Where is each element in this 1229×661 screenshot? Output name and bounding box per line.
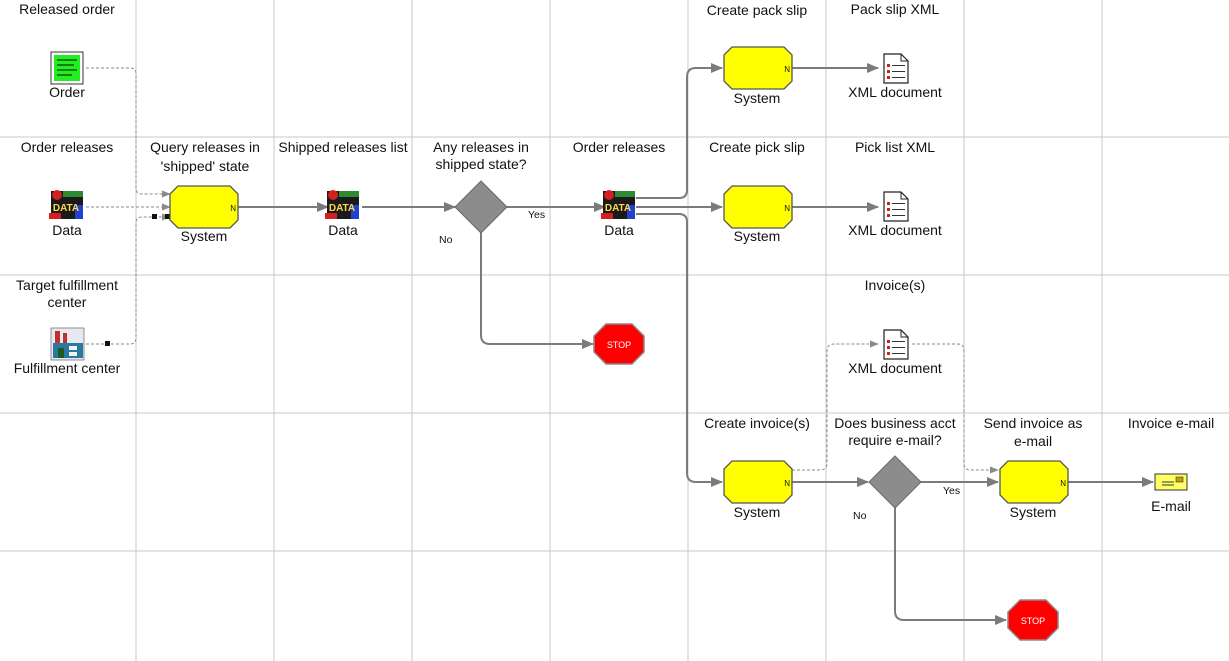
heading-pack-xml: Pack slip XML <box>851 1 940 17</box>
heading-any-1: Any releases in <box>433 139 529 155</box>
stop-text: STOP <box>1021 616 1045 626</box>
data-order-label: Data <box>604 222 634 238</box>
data-icon-text: DATA <box>605 203 631 214</box>
stop-node-1[interactable]: STOP <box>593 323 645 365</box>
pack-slip-system-process[interactable]: N System <box>723 46 793 106</box>
heading-target-fc-1: Target fulfillment <box>16 277 118 293</box>
no-label: No <box>853 510 867 522</box>
pick-xml-label: XML document <box>848 222 942 238</box>
order-node[interactable]: Order <box>49 51 85 100</box>
process-corner-mark: N <box>1060 479 1066 488</box>
xml-document-icon <box>883 191 909 222</box>
fulfillment-center-label: Fulfillment center <box>14 360 121 376</box>
pick-slip-system-process[interactable]: N System <box>723 185 793 244</box>
process-corner-mark: N <box>784 479 790 488</box>
invoice-xml-node[interactable]: XML document <box>848 329 942 376</box>
heading-invoices: Invoice(s) <box>865 277 926 293</box>
pack-system-label: System <box>734 90 781 106</box>
xml-document-icon <box>883 329 909 360</box>
send-system-label: System <box>1010 504 1057 520</box>
pick-system-label: System <box>734 228 781 244</box>
pick-xml-node[interactable]: XML document <box>848 191 942 238</box>
heading-order-releases: Order releases <box>21 139 114 155</box>
column-headings: Released order Order releases Target ful… <box>16 1 1214 449</box>
no-label: No <box>439 234 453 246</box>
heading-create-pack: Create pack slip <box>707 2 808 18</box>
data-node-shipped-list[interactable]: DATA Data <box>325 190 359 238</box>
heading-does-2: require e-mail? <box>848 432 942 448</box>
pack-xml-label: XML document <box>848 84 942 100</box>
heading-create-invoice: Create invoice(s) <box>704 415 810 431</box>
heading-query-2: 'shipped' state <box>161 158 250 174</box>
process-corner-mark: N <box>784 65 790 74</box>
heading-target-fc-2: center <box>48 294 87 310</box>
fulfillment-center-node[interactable]: Fulfillment center <box>14 327 121 376</box>
stop-node-2[interactable]: STOP <box>1007 599 1059 641</box>
query-system-label: System <box>181 228 228 244</box>
data-store-icon: DATA <box>601 190 635 219</box>
decision-requires-email[interactable]: Yes No <box>853 455 960 522</box>
xml-document-icon <box>883 53 909 84</box>
process-corner-mark: N <box>784 204 790 213</box>
invoice-system-label: System <box>734 504 781 520</box>
email-node[interactable]: E-mail <box>1151 473 1191 514</box>
decision-any-shipped[interactable]: Yes No <box>439 180 545 246</box>
invoice-xml-label: XML document <box>848 360 942 376</box>
data-node-order-releases[interactable]: DATA Data <box>49 190 83 238</box>
envelope-icon <box>1154 473 1188 491</box>
yes-label: Yes <box>528 209 545 221</box>
heading-pick-xml: Pick list XML <box>855 139 935 155</box>
email-label: E-mail <box>1151 498 1191 514</box>
heading-does-1: Does business acct <box>834 415 956 431</box>
yes-label: Yes <box>943 485 960 497</box>
data-store-icon: DATA <box>49 190 83 219</box>
heading-shipped-list: Shipped releases list <box>278 139 407 155</box>
send-invoice-system-process[interactable]: N System <box>999 460 1069 520</box>
heading-query-1: Query releases in <box>150 139 260 155</box>
data-shipped-label: Data <box>328 222 358 238</box>
data-associations <box>86 67 999 474</box>
data-store-icon: DATA <box>325 190 359 219</box>
data-icon-text: DATA <box>329 203 355 214</box>
create-invoice-system-process[interactable]: N System <box>723 460 793 520</box>
heading-released-order: Released order <box>19 1 115 17</box>
connectors <box>238 63 1154 625</box>
heading-any-2: shipped state? <box>435 156 526 172</box>
heading-order-releases-2: Order releases <box>573 139 666 155</box>
process-corner-mark: N <box>230 204 236 213</box>
order-label: Order <box>49 84 85 100</box>
query-system-process[interactable]: N System <box>169 185 239 244</box>
stop-text: STOP <box>607 340 631 350</box>
factory-icon <box>50 327 85 361</box>
data-icon-text: DATA <box>53 203 79 214</box>
heading-invoice-email: Invoice e-mail <box>1128 415 1214 431</box>
heading-send-2: e-mail <box>1014 433 1052 449</box>
pack-xml-node[interactable]: XML document <box>848 53 942 100</box>
heading-send-1: Send invoice as <box>984 415 1083 431</box>
order-form-icon <box>50 51 84 85</box>
data-node-order-releases-2[interactable]: DATA Data <box>601 190 635 238</box>
data-label: Data <box>52 222 82 238</box>
heading-create-pick: Create pick slip <box>709 139 805 155</box>
